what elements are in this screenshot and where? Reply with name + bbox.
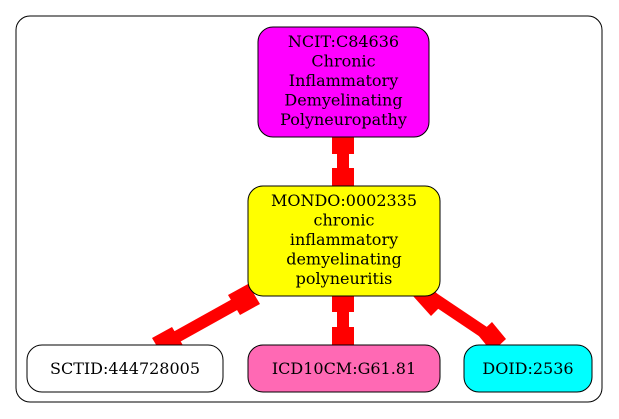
node-ncit-line-2: Inflammatory xyxy=(289,71,398,90)
node-sctid-label: SCTID:444728005 xyxy=(50,359,200,378)
node-doid-line-0: DOID:2536 xyxy=(482,359,573,378)
node-ncit-line-1: Chronic xyxy=(311,52,375,71)
node-doid[interactable]: DOID:2536 xyxy=(463,344,593,393)
node-sctid[interactable]: SCTID:444728005 xyxy=(26,344,224,393)
node-ncit-line-0: NCIT:C84636 xyxy=(288,32,399,51)
node-mondo-line-4: polyneuritis xyxy=(296,269,393,288)
node-ncit-line-4: Polyneuropathy xyxy=(280,110,407,129)
cluster-boundary xyxy=(15,15,603,403)
node-mondo-line-2: inflammatory xyxy=(290,230,398,249)
edge-ncit-to-mondo xyxy=(332,130,354,192)
node-icd10cm[interactable]: ICD10CM:G61.81 xyxy=(247,344,441,393)
node-doid-label: DOID:2536 xyxy=(482,359,573,378)
node-ncit-line-3: Demyelinating xyxy=(284,91,402,110)
node-mondo-line-1: chronic xyxy=(314,211,375,230)
node-mondo-line-0: MONDO:0002335 xyxy=(271,191,417,210)
node-sctid-line-0: SCTID:444728005 xyxy=(50,359,200,378)
node-icd10cm-line-0: ICD10CM:G61.81 xyxy=(272,359,416,378)
node-icd10cm-label: ICD10CM:G61.81 xyxy=(272,359,416,378)
edge-mondo-to-icd10cm xyxy=(332,290,354,351)
node-mondo-line-3: demyelinating xyxy=(286,250,402,269)
